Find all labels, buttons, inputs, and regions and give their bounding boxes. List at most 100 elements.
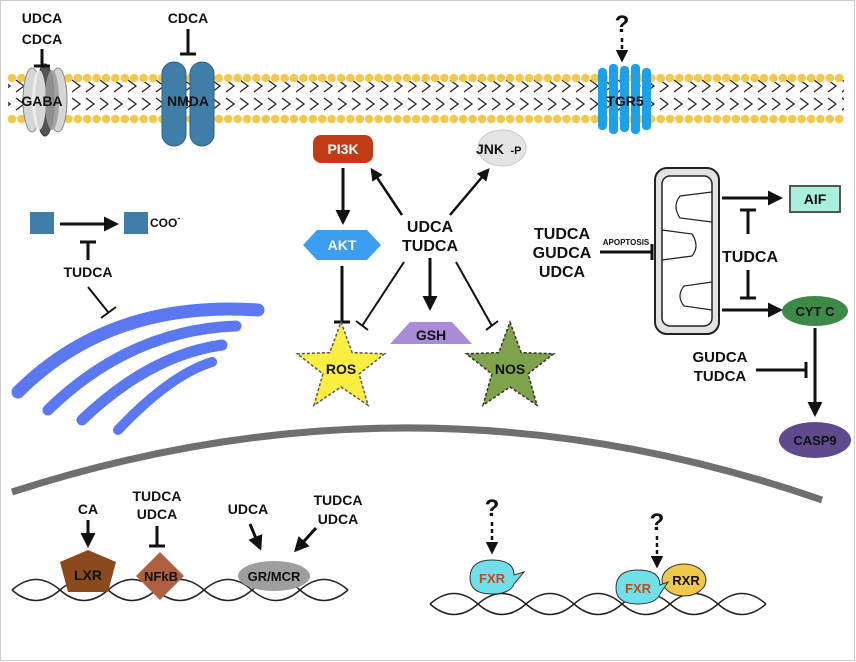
lipid-head [214, 114, 224, 124]
lipid-head [139, 114, 148, 124]
lipid-head [656, 114, 665, 124]
lipid-head [308, 114, 318, 124]
mito-inhibitor-tudca: TUDCA [534, 226, 590, 243]
lipid-head [223, 114, 233, 124]
lipid-head [731, 114, 741, 124]
lipid-head [327, 114, 336, 124]
lipid-head [252, 73, 261, 83]
lipid-head [73, 114, 83, 124]
lipid-head [750, 73, 759, 83]
lipid-head [17, 73, 26, 83]
cell-membrane [7, 73, 844, 124]
akt-node: AKT [303, 230, 381, 260]
pi3k-label: PI3K [327, 141, 358, 157]
lipid-head [280, 114, 289, 124]
lipid-head [233, 114, 242, 124]
lipid-head [299, 114, 308, 124]
arrow-to-jnk [449, 168, 490, 216]
lipid-head [242, 114, 252, 124]
lipid-head [92, 73, 101, 83]
lipid-head [242, 73, 252, 83]
center-inhibits-nos-bar [485, 320, 499, 331]
er-inhibition-line [87, 286, 109, 313]
lipid-head [665, 73, 675, 83]
product-coo: COO [150, 216, 177, 230]
lipid-head [740, 114, 750, 124]
fxr-dimer-node: FXR [615, 569, 670, 605]
nos-node: NOS [464, 319, 556, 407]
fxr-dimer-label: FXR [625, 581, 652, 596]
lipid-head [468, 114, 477, 124]
lipid-head [129, 114, 139, 124]
lipid-head [656, 73, 665, 83]
ros-label: ROS [326, 361, 356, 377]
lipid-head [421, 73, 430, 83]
grmcr-activator-udca-2: UDCA [318, 511, 358, 527]
lipid-head [139, 73, 148, 83]
lipid-head [543, 114, 553, 124]
er-inhibitor-label: TUDCA [64, 264, 113, 280]
lipid-head [769, 73, 778, 83]
lipid-head [787, 73, 797, 83]
lipid-head [383, 73, 393, 83]
lipid-head [665, 114, 675, 124]
center-inhibits-ros-line [361, 261, 405, 327]
fxr-node: FXR [469, 559, 526, 595]
mito-inhibitor-gudca: GUDCA [533, 245, 592, 262]
lipid-head [64, 73, 73, 83]
lipid-head [364, 73, 374, 83]
lipid-head [816, 114, 825, 124]
tgr5-receptor: TGR5 [598, 64, 651, 134]
cytc-label: CYT C [796, 304, 836, 319]
lipid-head [496, 114, 506, 124]
center-agent-udca: UDCA [407, 219, 454, 236]
lipid-head [740, 73, 750, 83]
lipid-head [769, 114, 778, 124]
lipid-head [759, 114, 769, 124]
lipid-head [393, 114, 402, 124]
akt-label: AKT [328, 237, 357, 253]
lipid-head [515, 114, 524, 124]
lipid-head [675, 114, 684, 124]
lipid-head [393, 73, 402, 83]
lipid-head [82, 73, 92, 83]
lipid-head [825, 73, 835, 83]
lipid-head [534, 73, 543, 83]
lipid-head [524, 114, 534, 124]
downstream-inhibitor-gudca: GUDCA [693, 349, 748, 366]
lipid-head [355, 73, 365, 83]
lipid-head [505, 73, 515, 83]
lipid-head [543, 73, 553, 83]
gaba-inhibitor-2: CDCA [22, 31, 62, 47]
lipid-head [534, 114, 543, 124]
lipid-head [17, 114, 26, 124]
lipid-head [92, 114, 101, 124]
tgr5-unknown-activator: ? [615, 11, 630, 38]
lipid-head [289, 114, 299, 124]
lipid-head [787, 114, 797, 124]
lipid-head [148, 73, 158, 83]
pi3k-node: PI3K [313, 135, 373, 163]
substrate-box [30, 212, 54, 234]
lipid-head [825, 114, 835, 124]
lipid-head [581, 73, 590, 83]
lipid-head [458, 114, 468, 124]
lipid-head [214, 73, 224, 83]
lipid-head [750, 114, 759, 124]
lipid-head [111, 73, 120, 83]
lipid-head [675, 73, 684, 83]
nmda-label: NMDA [167, 93, 209, 109]
er-inhibition-bar [100, 306, 117, 319]
lipid-head [374, 114, 383, 124]
endoplasmic-reticulum [11, 302, 265, 435]
lipid-head [383, 114, 393, 124]
lipid-head [722, 73, 731, 83]
lipid-head [693, 114, 703, 124]
lipid-head [797, 73, 806, 83]
fxr-label: FXR [479, 571, 506, 586]
lipid-head [816, 73, 825, 83]
grmcr-label: GR/MCR [248, 569, 301, 584]
lipid-head [806, 73, 816, 83]
